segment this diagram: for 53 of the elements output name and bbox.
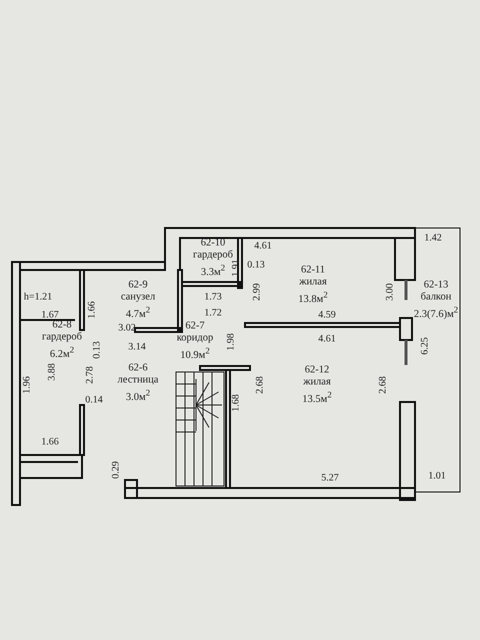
dimension-label: 5.27 [321, 472, 339, 484]
dimension-label: 4.59 [318, 310, 336, 320]
room-name: коридор [176, 332, 214, 344]
dimension-label: 1.72 [204, 308, 222, 318]
room-area: 4.7м$^{2}$ [126, 303, 150, 321]
dimension-label: 3.02 [118, 322, 136, 334]
dimension-label: 0.29 [110, 461, 122, 479]
room-area: 6.2м$^{2}$ [50, 343, 74, 361]
dimension-label: 1.01 [428, 470, 446, 482]
room-number: 62-8 [52, 319, 72, 332]
dimension-label: 4.61 [318, 334, 336, 344]
dimension-label: 0.14 [85, 394, 103, 406]
room-area: 3.3м$^{2}$ [200, 261, 226, 279]
dimension-label: 2.78 [84, 366, 96, 384]
dimension-label: 2.68 [254, 376, 266, 394]
room-area: 3.0м$^{2}$ [126, 386, 150, 404]
room-number: 62-6 [128, 362, 148, 374]
height-note: h=1.21 [24, 292, 52, 302]
room-name: жилая [299, 276, 327, 288]
room-number: 62-7 [185, 320, 205, 332]
room-name: лестница [118, 374, 158, 386]
dimension-label: 3.00 [384, 283, 396, 301]
room-area: 13.5м$^{2}$ [302, 388, 332, 406]
dimension-label: 3.88 [46, 363, 58, 381]
dimension-label: 2.99 [252, 283, 262, 301]
dimension-label: 1.66 [86, 301, 98, 319]
dimension-label: 1.67 [41, 310, 59, 320]
room-number: 62-12 [304, 364, 330, 376]
dimension-label: 4.61 [254, 240, 272, 252]
room-number: 62-9 [128, 279, 148, 292]
dimension-label: 1.96 [22, 376, 32, 394]
dimension-label: 0.13 [247, 260, 265, 270]
room-area: 13.8м$^{2}$ [298, 288, 328, 306]
room-number: 62-10 [200, 237, 226, 250]
dimension-label: 1.68 [230, 394, 242, 412]
room-area: 2.3(7.6)м$^{2}$ [414, 303, 458, 321]
dimension-label: 1.91 [230, 259, 242, 277]
dimension-label: 1.42 [424, 232, 442, 244]
room-area: 10.9м$^{2}$ [180, 344, 210, 362]
dimension-label: 0.13 [92, 341, 102, 359]
dimension-label: 6.25 [420, 337, 430, 355]
dimension-label: 1.66 [41, 436, 59, 448]
room-name: санузел [120, 291, 156, 304]
room-name: жилая [303, 376, 331, 388]
room-number: 62-13 [424, 279, 448, 292]
room-name: гардероб [42, 331, 82, 344]
dimension-label: 1.73 [204, 292, 222, 302]
dimension-label: 2.68 [378, 376, 388, 394]
dimension-label: 3.14 [128, 342, 146, 352]
room-name: гардероб [193, 249, 233, 260]
dimension-label: 1.98 [226, 333, 236, 351]
room-number: 62-11 [300, 264, 326, 276]
room-name: балкон [420, 291, 452, 304]
